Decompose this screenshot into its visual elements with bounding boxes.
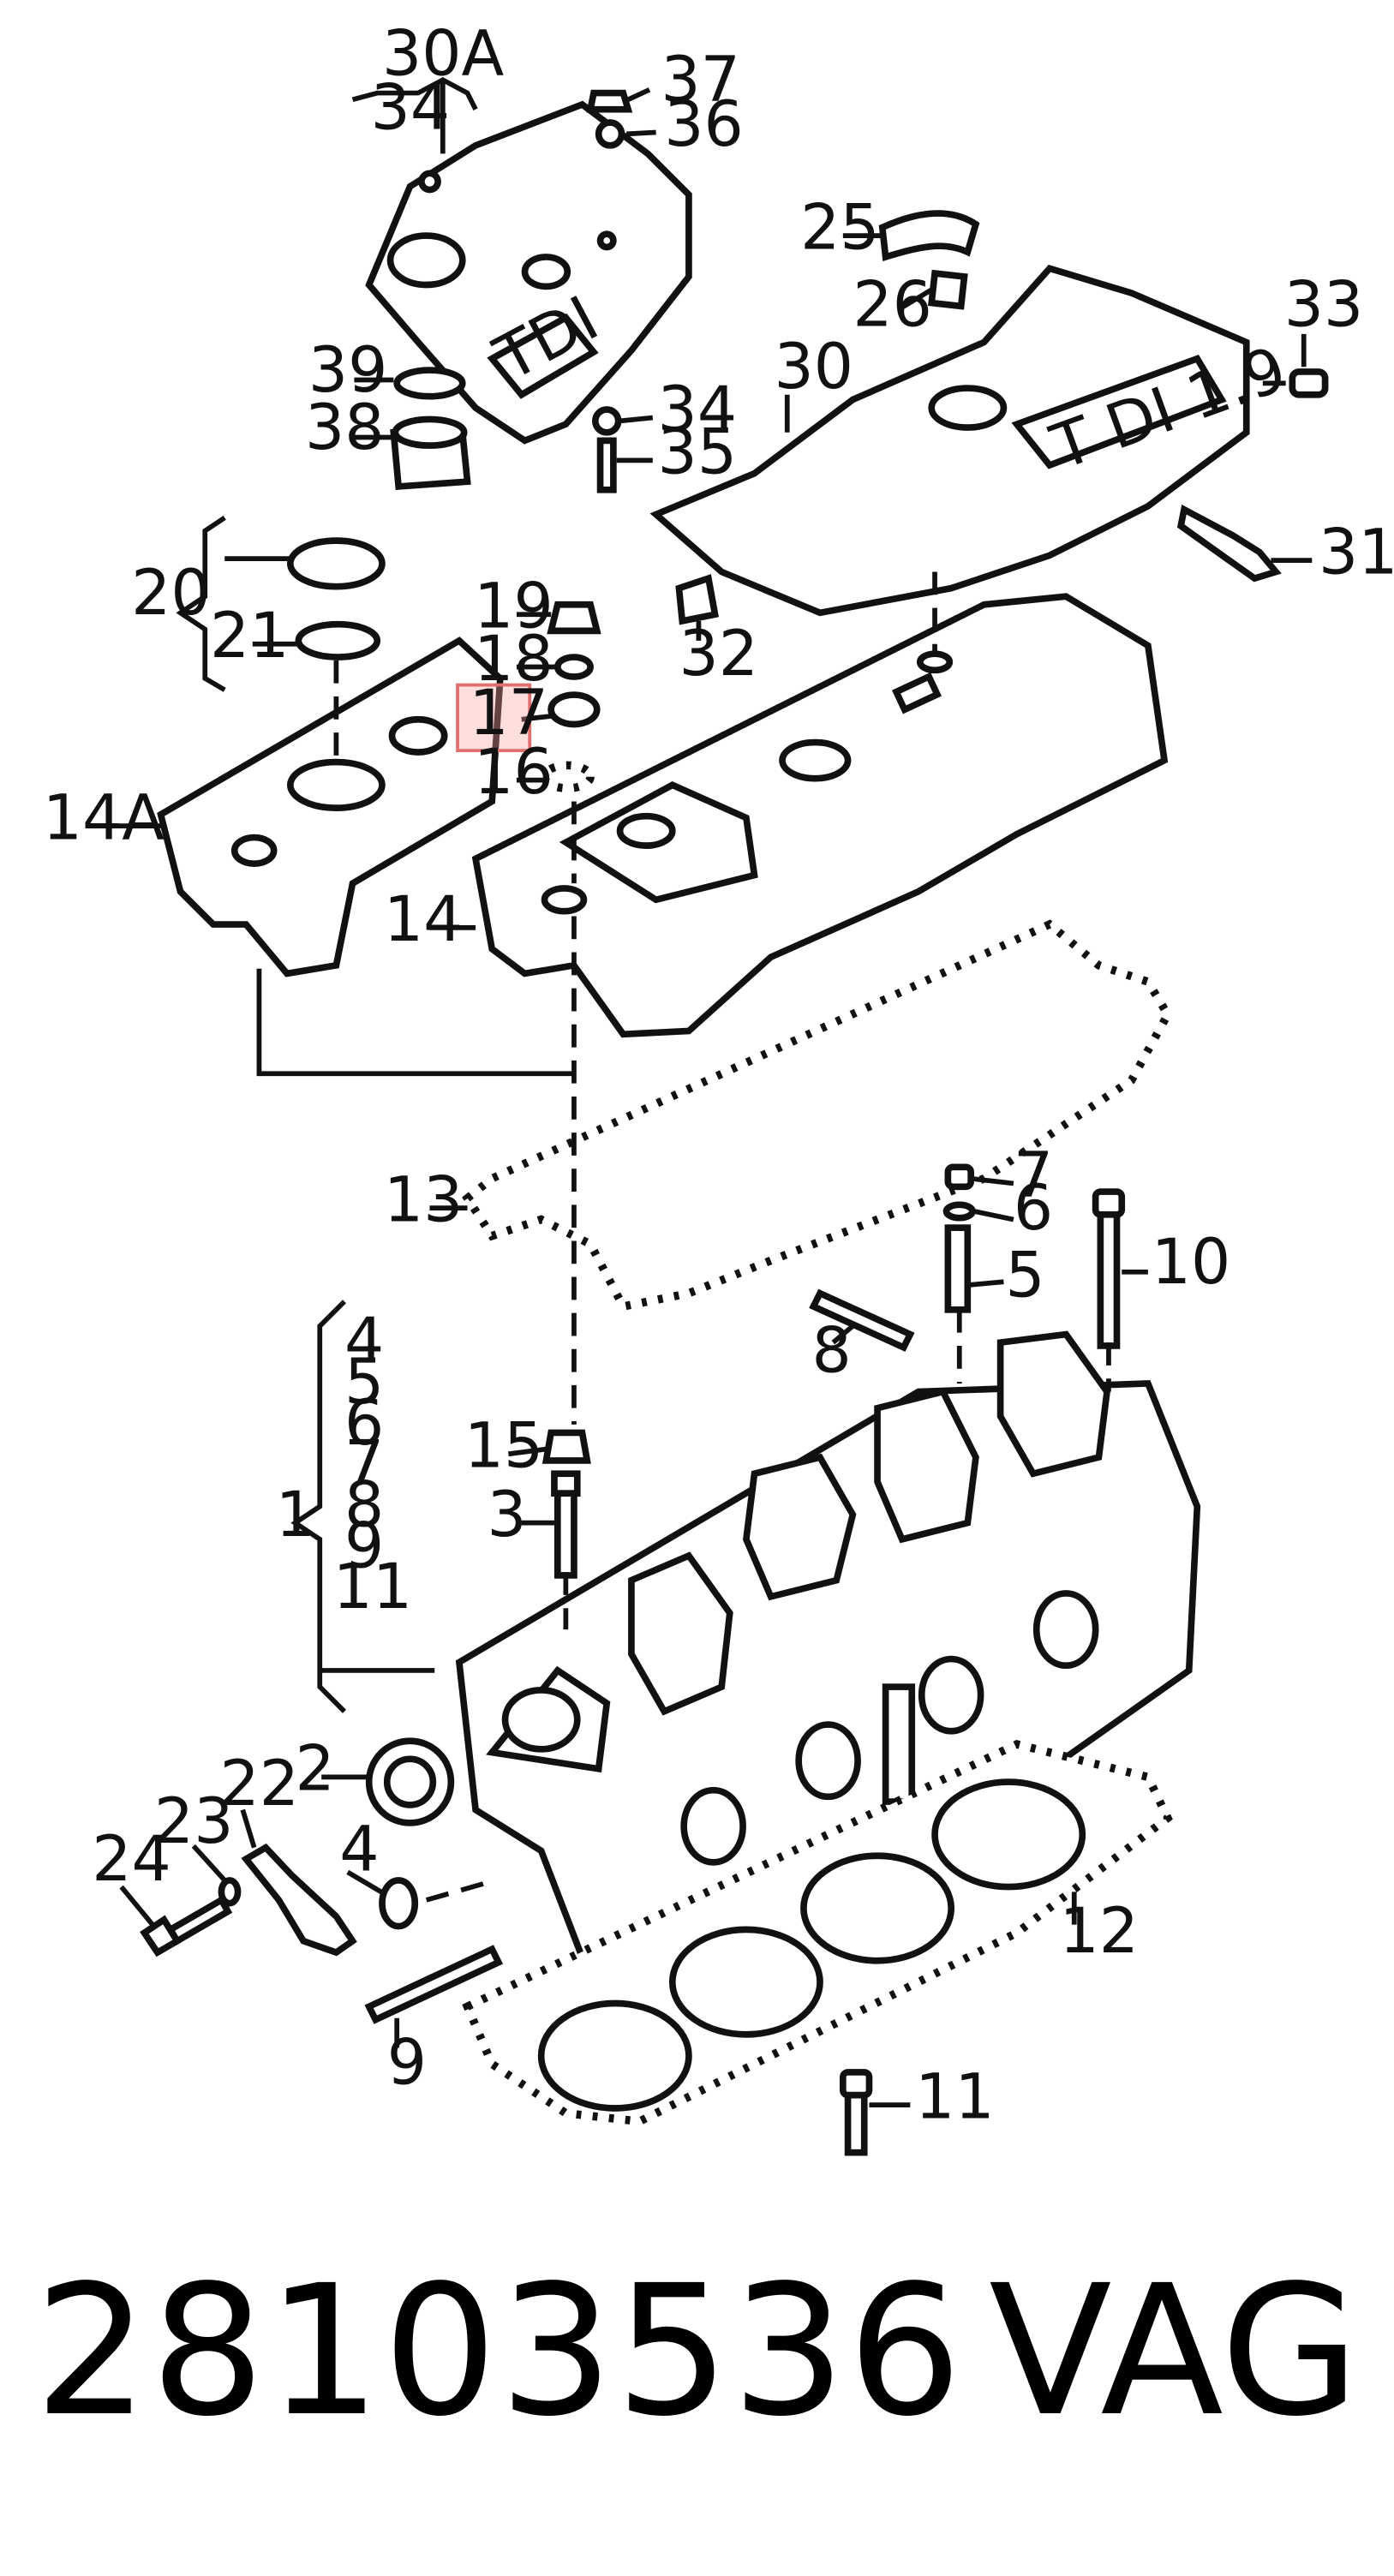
bolt-11 xyxy=(840,2069,873,2156)
grommet-26 xyxy=(927,269,968,310)
brace-label-5: 5 xyxy=(344,1346,384,1419)
brace-label-9: 9 xyxy=(344,1509,384,1582)
brace-label-7: 7 xyxy=(344,1428,384,1501)
label-36: 36 xyxy=(664,88,744,161)
brace-label-4: 4 xyxy=(344,1305,384,1378)
part-number: 28103536 xyxy=(34,2246,964,2456)
label-2: 2 xyxy=(296,1733,335,1806)
bracket-22 xyxy=(241,1843,357,1957)
label-8: 8 xyxy=(811,1315,851,1388)
bolt-24 xyxy=(140,1895,233,1957)
brace-label-6: 6 xyxy=(344,1387,384,1460)
oil-filler-38-39 xyxy=(390,367,471,491)
label-26: 26 xyxy=(853,268,932,341)
label-13: 13 xyxy=(384,1163,464,1236)
cylinder-head-1 xyxy=(455,1330,1201,1961)
washer-18 xyxy=(553,654,594,680)
label-7: 7 xyxy=(1014,1139,1053,1212)
seal-16 xyxy=(540,761,595,792)
label-37: 37 xyxy=(661,44,740,117)
label-15: 15 xyxy=(464,1410,544,1483)
label-39: 39 xyxy=(308,334,388,407)
label-5: 5 xyxy=(1005,1240,1044,1312)
oil-seal-2 xyxy=(365,1737,455,1826)
nut-36 xyxy=(595,119,625,149)
stud-5 xyxy=(944,1224,972,1313)
grommet-32 xyxy=(675,574,719,625)
label-10: 10 xyxy=(1152,1226,1231,1299)
label-18: 18 xyxy=(474,623,553,696)
nut-7 xyxy=(944,1163,974,1191)
label-30a: 30A xyxy=(382,18,505,91)
label-24: 24 xyxy=(92,1823,171,1896)
cap-19 xyxy=(547,601,601,635)
plug-4 xyxy=(379,1877,419,1930)
label-31: 31 xyxy=(1319,516,1394,589)
label-23: 23 xyxy=(154,1785,234,1858)
label-3: 3 xyxy=(487,1479,526,1551)
cap-33 xyxy=(1289,368,1329,398)
stud-8 xyxy=(809,1288,915,1352)
valve-cover-14 xyxy=(471,593,1169,1038)
valve-cover-14a xyxy=(157,637,504,977)
engine-cover-30a: TDI xyxy=(365,100,692,445)
label-6: 6 xyxy=(1014,1172,1053,1245)
label-30: 30 xyxy=(774,331,853,403)
highlighted-part-box xyxy=(456,683,532,753)
exploded-parts-diagram: TDI T DI 1.9 xyxy=(43,18,1394,2156)
washer-6 xyxy=(942,1201,976,1222)
clip-31 xyxy=(1176,504,1282,583)
label-14a: 14A xyxy=(43,781,165,854)
seal-21 xyxy=(295,620,381,660)
label-25: 25 xyxy=(800,191,880,264)
label-21: 21 xyxy=(210,600,290,672)
alignment-lines xyxy=(256,571,1111,1903)
label-16: 16 xyxy=(474,736,553,809)
bolt-34-35 xyxy=(591,406,622,493)
label-4: 4 xyxy=(339,1813,379,1886)
cap-15 xyxy=(541,1429,591,1464)
bolt-10 xyxy=(1092,1188,1126,1349)
label-38: 38 xyxy=(305,391,385,464)
label-33: 33 xyxy=(1284,268,1364,341)
filler-cap-20 xyxy=(286,537,386,590)
label-1: 1 xyxy=(276,1479,315,1551)
head-gasket-12 xyxy=(462,1740,1173,2126)
label-9: 9 xyxy=(387,2026,427,2099)
engine-cover-30: T DI 1.9 xyxy=(649,265,1295,617)
cap-37 xyxy=(586,89,633,113)
part-labels: 30A 34 37 36 25 26 30 33 39 38 34 35 31 … xyxy=(43,18,1394,2134)
label-34: 34 xyxy=(658,374,738,446)
label-32: 32 xyxy=(679,618,758,690)
label-14: 14 xyxy=(384,883,464,956)
stud-9 xyxy=(364,1945,504,2024)
hose-25 xyxy=(878,210,980,261)
footer-caption: 28103536 VAG xyxy=(0,2262,1394,2519)
label-17: 17 xyxy=(469,677,548,750)
brace-label-11: 11 xyxy=(333,1551,413,1623)
bracket-braces xyxy=(176,76,478,1713)
brand-name: VAG xyxy=(989,2246,1360,2456)
washer-23 xyxy=(218,1877,242,1907)
label-35: 35 xyxy=(658,416,738,489)
label-12: 12 xyxy=(1060,1895,1140,1968)
label-20: 20 xyxy=(131,557,211,630)
label-11: 11 xyxy=(915,2060,995,2133)
brace-label-8: 8 xyxy=(344,1468,384,1541)
label-22: 22 xyxy=(219,1748,299,1820)
grommet-17 xyxy=(547,691,601,728)
stud-3 xyxy=(551,1470,581,1579)
label-34-top: 34 xyxy=(371,72,451,145)
leader-lines xyxy=(111,87,1313,2108)
label-19: 19 xyxy=(474,571,553,643)
diagram-canvas: TDI T DI 1.9 xyxy=(43,18,1394,2156)
